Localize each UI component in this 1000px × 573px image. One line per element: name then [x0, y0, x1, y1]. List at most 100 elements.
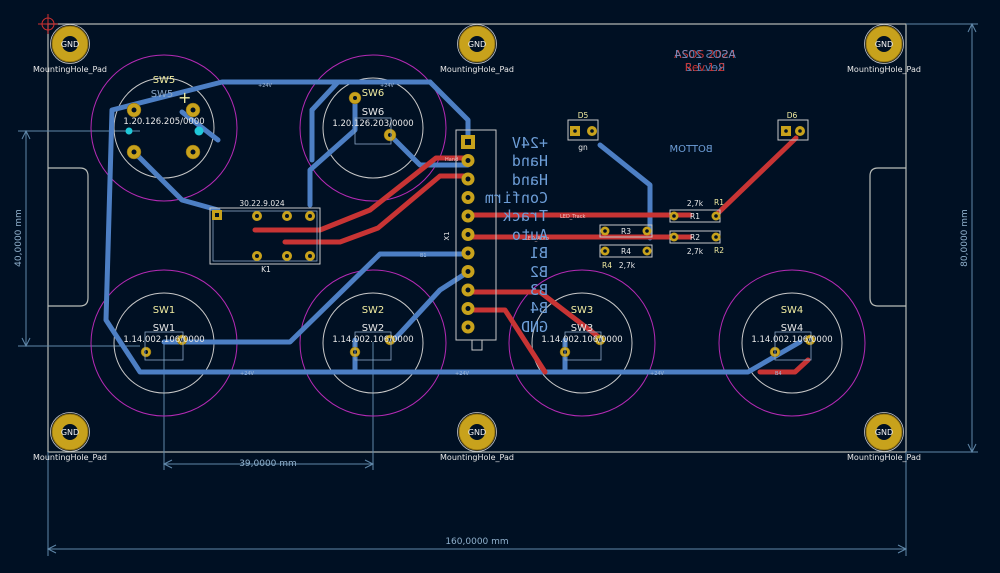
connector-pin-hole — [465, 195, 471, 200]
resistor-r3-fab: R3 — [621, 227, 631, 236]
board-title-block: ASOS 2024 ASOS 2024 Rev.1.2 Rev.1.2 BOTT… — [669, 48, 735, 155]
resistor-r1-ref: R1 — [714, 198, 724, 207]
switch-pad-holes — [131, 96, 812, 354]
net-label-24v-bottom1: +24V — [240, 371, 255, 377]
net-label-hand: Hand — [445, 157, 458, 163]
mounting-hole-silk — [864, 412, 904, 452]
led-d5-ref: D5 — [578, 111, 589, 120]
pin-label-1: +24V — [512, 134, 548, 152]
net-label-b1: B1 — [420, 253, 427, 259]
mounting-hole-drill — [876, 36, 892, 52]
led-d6-ref: D6 — [787, 111, 798, 120]
mounting-hole: GND MountingHole_Pad — [847, 412, 921, 462]
resistors: 2,7k R1 R1 R2 2,7k R2 R3 R4 R4 2,7k — [599, 198, 724, 270]
switch-sw2-ref: SW2 — [362, 305, 385, 316]
mounting-hole: GND MountingHole_Pad — [33, 24, 107, 74]
connector-pin-hole — [465, 287, 471, 293]
pin-label-9: B3 — [530, 281, 548, 299]
resistor-r1-value: 2,7k — [687, 199, 704, 208]
switch-sw2-fab-ref: SW2 — [362, 323, 385, 334]
connector-pin-hole — [465, 213, 471, 219]
mounting-holes: GNDMountingHole_PadGNDMountingHole_PadGN… — [33, 24, 921, 462]
cyan-markers — [125, 126, 204, 136]
resistor-r1-fab: R1 — [690, 212, 700, 221]
board-revision-mirrored: Rev.1.2 — [685, 61, 726, 74]
relay-k1: 30.22.9.024 K1 — [209, 199, 321, 274]
connector-pin-labels: +24V Hand Hand Confirm Track Auto B1 B2 … — [485, 134, 548, 336]
pin-label-2: Hand — [512, 152, 548, 170]
switch-sw3-fab-ref: SW3 — [571, 323, 594, 334]
cursor-cross-icon: + — [178, 88, 191, 107]
pin-label-3: Hand — [512, 171, 548, 189]
mounting-hole-drill — [62, 36, 78, 52]
resistor-r2-fab: R2 — [690, 233, 700, 242]
back-copper-traces — [103, 79, 803, 375]
board-outline — [47, 23, 907, 453]
pin-label-6: Auto — [512, 226, 548, 244]
dimension-width-label: 160,0000 mm — [445, 537, 508, 547]
mounting-hole-ref-label: MountingHole_Pad — [440, 453, 514, 462]
mounting-hole-net-label: GND — [61, 40, 79, 49]
pin-label-4: Confirm — [485, 189, 548, 207]
board-title-mirrored: ASOS 2024 — [674, 48, 736, 61]
mounting-hole-ref-label: MountingHole_Pad — [33, 65, 107, 74]
switch-sw6-fab-ref: SW6 — [362, 107, 385, 118]
switch-labels: SW5 SW5 1.20.126.205/0000 SW6 SW6 1.20.1… — [123, 75, 832, 345]
mounting-hole: GND MountingHole_Pad — [440, 24, 514, 74]
dimension-lines — [18, 22, 978, 556]
switch-sw2-value: 1.14.002.106/0000 — [332, 335, 413, 345]
switch-sw3-value: 1.14.002.106/0000 — [541, 335, 622, 345]
pin-label-5: Track — [503, 207, 548, 225]
resistor-r2-ref: R2 — [714, 246, 724, 255]
mounting-hole-silk — [50, 24, 90, 64]
connector-pin-hole — [465, 324, 471, 330]
switch-courtyards — [90, 54, 866, 417]
switch-sw6-value: 1.20.126.203/0000 — [332, 119, 413, 129]
dimension-height-label: 80,0000 mm — [960, 209, 970, 267]
mounting-hole: GND MountingHole_Pad — [440, 412, 514, 462]
mounting-hole-ref-label: MountingHole_Pad — [847, 65, 921, 74]
relay-value: 30.22.9.024 — [239, 199, 285, 208]
leds: D5 gn D6 — [567, 111, 809, 152]
resistor-r2-value: 2,7k — [687, 247, 704, 256]
net-label-led-auto: LED_Auto — [525, 236, 549, 242]
mounting-hole-ref-label: MountingHole_Pad — [440, 65, 514, 74]
switch-sw4-ref: SW4 — [781, 305, 804, 316]
connector-pin-hole — [465, 250, 471, 256]
mounting-hole-net-label: GND — [61, 428, 79, 437]
mounting-hole-drill — [469, 36, 485, 52]
mounting-hole-ref-label: MountingHole_Pad — [33, 453, 107, 462]
mounting-hole-silk — [50, 412, 90, 452]
connector-pin-hole — [465, 232, 471, 237]
connector-x1: X1 — [443, 129, 497, 351]
mounting-hole-silk — [864, 24, 904, 64]
net-label-led-track: LED_Track — [560, 214, 585, 220]
connector-pin-hole — [465, 269, 471, 274]
mounting-hole-drill — [876, 424, 892, 440]
connector-pin-hole — [465, 176, 471, 182]
led-d5-value: gn — [578, 143, 588, 152]
mounting-hole-net-label: GND — [468, 40, 486, 49]
mounting-hole-ref-label: MountingHole_Pad — [847, 453, 921, 462]
resistor-r4-fab: R4 — [621, 247, 631, 256]
board-side-label: BOTTOM — [669, 144, 712, 155]
relay-ref: K1 — [261, 265, 271, 274]
mounting-hole-net-label: GND — [875, 428, 893, 437]
switch-sw4-fab-ref: SW4 — [781, 323, 804, 334]
pin-label-11: GND — [521, 318, 548, 336]
mounting-hole: GND MountingHole_Pad — [33, 412, 107, 462]
pin-label-10: B4 — [530, 299, 548, 317]
dimension-switch-pitch-label: 39,0000 mm — [239, 459, 297, 469]
board-revision: Rev.1.2 — [685, 61, 726, 74]
net-label-24v-top2: +24V — [380, 83, 395, 89]
mounting-hole-net-label: GND — [468, 428, 486, 437]
switch-sw6-ref: SW6 — [362, 88, 385, 99]
mounting-hole-drill — [62, 424, 78, 440]
front-copper-traces — [252, 135, 811, 375]
switch-sw5-value: 1.20.126.205/0000 — [123, 117, 204, 127]
switch-pads — [126, 91, 816, 358]
switch-sw4-value: 1.14.002.106/0000 — [751, 335, 832, 345]
dimension-inner-height-label: 40,0000 mm — [14, 209, 24, 267]
connector-pin-hole — [465, 306, 471, 311]
switch-fab-outlines — [144, 117, 812, 361]
